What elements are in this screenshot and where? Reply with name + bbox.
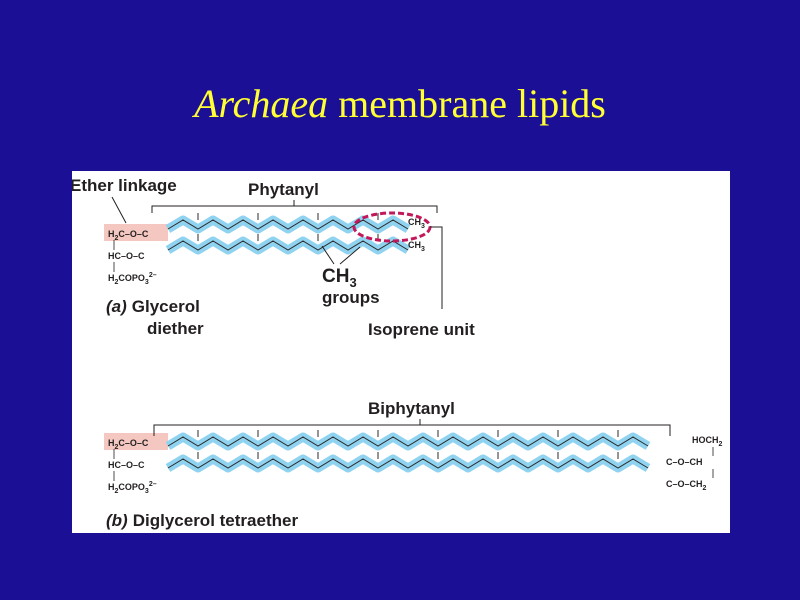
b-right-row3: C–O–CH2 bbox=[666, 479, 707, 492]
caption-b: (b)Diglycerol tetraether bbox=[106, 511, 298, 530]
ch3-leader-1 bbox=[321, 245, 335, 265]
biphytanyl-chain-2 bbox=[167, 458, 649, 469]
a-ch3-top: CH3 bbox=[408, 217, 425, 230]
ch3-groups-word: groups bbox=[322, 288, 380, 307]
ch3-leader-2 bbox=[339, 246, 361, 265]
slide-title: Archaea membrane lipids bbox=[0, 80, 800, 127]
biphytanyl-chain-1 bbox=[167, 436, 649, 447]
ether-linkage-highlight bbox=[104, 224, 168, 241]
lipid-diagram: Ether linkage Phytanyl H2C–O–C HC–O–C H2… bbox=[72, 176, 723, 530]
phytanyl-chain-1-halo bbox=[165, 215, 411, 234]
caption-a: (a)Glycerol bbox=[106, 297, 200, 316]
ether-linkage-label: Ether linkage bbox=[72, 176, 177, 195]
isoprene-unit-label: Isoprene unit bbox=[368, 320, 475, 339]
caption-a-line2: diether bbox=[147, 319, 204, 338]
biphytanyl-label: Biphytanyl bbox=[368, 399, 455, 418]
a-row2: HC–O–C bbox=[108, 251, 145, 261]
biphytanyl-bracket bbox=[153, 419, 671, 436]
a-row3: H2COPO32– bbox=[108, 272, 157, 286]
b-left-row3: H2COPO32– bbox=[108, 481, 157, 495]
phytanyl-chain-2 bbox=[167, 240, 409, 251]
phytanyl-label: Phytanyl bbox=[248, 180, 319, 199]
ether-linkage-highlight-b bbox=[104, 433, 168, 450]
a-ch3-bottom: CH3 bbox=[408, 240, 425, 253]
b-left-row2: HC–O–C bbox=[108, 460, 145, 470]
phytanyl-bracket bbox=[151, 200, 438, 213]
a-row1: H2C–O–C bbox=[108, 229, 149, 242]
diagram-panel: Ether linkage Phytanyl H2C–O–C HC–O–C H2… bbox=[72, 171, 730, 533]
title-rest: membrane lipids bbox=[328, 81, 606, 126]
isoprene-bracket bbox=[430, 226, 443, 309]
b-right-row2: C–O–CH bbox=[666, 457, 703, 467]
phytanyl-chain-1 bbox=[167, 219, 409, 230]
ether-leader-line bbox=[111, 196, 127, 224]
phytanyl-chain-2-halo bbox=[165, 236, 411, 255]
panel-b: Biphytanyl H2C–O–C HC–O–C H2COPO32– HOCH… bbox=[104, 399, 723, 530]
panel-a: Ether linkage Phytanyl H2C–O–C HC–O–C H2… bbox=[72, 176, 475, 339]
b-right-row1: HOCH2 bbox=[692, 435, 723, 448]
title-italic: Archaea bbox=[194, 81, 329, 126]
b-left-row1: H2C–O–C bbox=[108, 438, 149, 451]
phytanyl-chains bbox=[165, 213, 411, 255]
biphytanyl-chains bbox=[165, 430, 651, 473]
ch3-groups-label: CH3 bbox=[322, 266, 357, 290]
